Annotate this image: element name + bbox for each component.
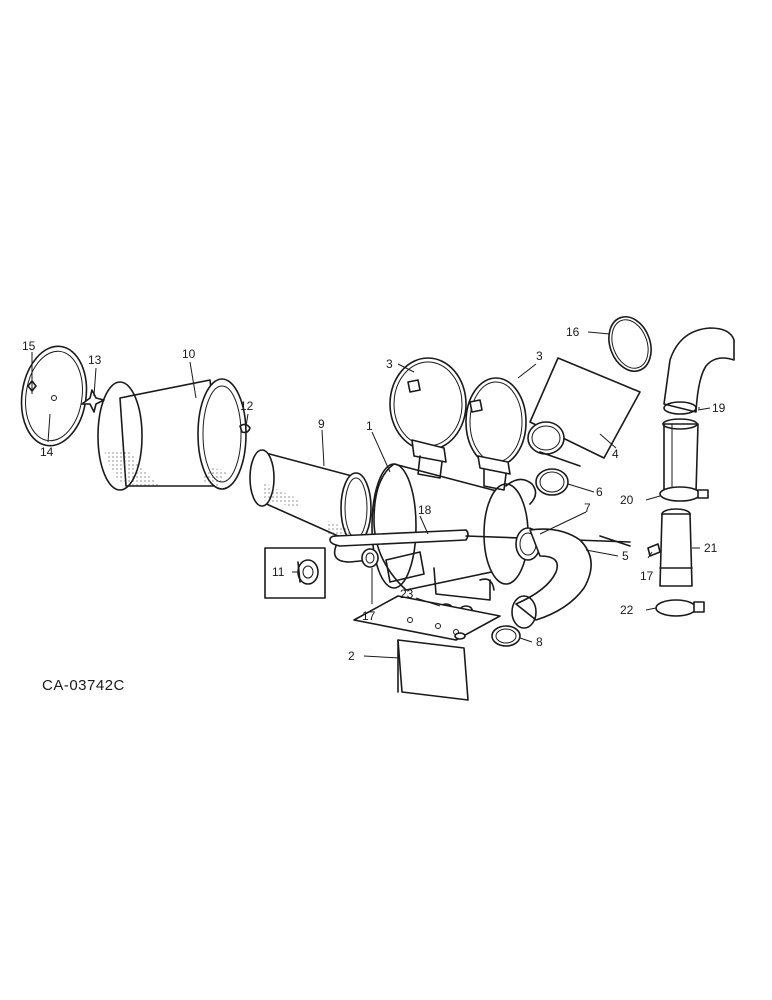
callout-7: 7 (584, 501, 591, 515)
callout-numbers: 15 13 14 10 12 9 1 3 3 16 4 6 7 5 8 18 1… (22, 325, 726, 663)
elbow-hose-5 (511, 528, 631, 629)
callout-14: 14 (40, 445, 54, 459)
clamp-ring-16 (608, 316, 652, 372)
fitting-17-left (361, 548, 379, 568)
callout-5: 5 (622, 549, 629, 563)
callout-15: 15 (22, 339, 36, 353)
hose-clamp-8 (491, 625, 521, 647)
callout-17-right: 17 (640, 569, 654, 583)
outer-housing-10 (97, 378, 247, 491)
hose-clamp-6 (535, 468, 569, 496)
leader-lines (31, 331, 711, 659)
callout-17-left: 17 (362, 609, 376, 623)
clamp-20 (659, 486, 709, 502)
callout-1: 1 (366, 419, 373, 433)
callout-20: 20 (620, 493, 634, 507)
callout-3-right: 3 (536, 349, 543, 363)
wing-nut-15 (27, 378, 37, 394)
callout-3-left: 3 (386, 357, 393, 371)
intake-elbow-19 (662, 327, 735, 493)
callout-21: 21 (704, 541, 718, 555)
mounting-bracket-2 (353, 595, 501, 701)
clip-12 (239, 423, 251, 434)
pipe-21 (659, 508, 693, 587)
fitting-17-right (647, 543, 661, 557)
air-cleaner-body-1 (371, 463, 537, 601)
callout-9: 9 (318, 417, 325, 431)
drawing-code: CA-03742C (42, 677, 125, 694)
callout-19: 19 (712, 401, 726, 415)
clamp-22 (655, 599, 705, 617)
callout-22: 22 (620, 603, 634, 617)
filter-element-9 (249, 449, 372, 545)
callout-23: 23 (400, 587, 414, 601)
callout-10: 10 (182, 347, 196, 361)
inset-11 (264, 547, 326, 599)
callout-12: 12 (240, 399, 254, 413)
callout-4: 4 (612, 447, 619, 461)
end-cover-14 (20, 345, 88, 447)
callout-11: 11 (272, 565, 285, 579)
callout-13: 13 (88, 353, 102, 367)
band-clamp-3-left (389, 357, 467, 479)
rain-shield-4 (527, 357, 641, 467)
callout-16: 16 (566, 325, 580, 339)
callout-8: 8 (536, 635, 543, 649)
callout-2: 2 (348, 649, 355, 663)
band-clamp-3-right (465, 377, 527, 491)
callout-18: 18 (418, 503, 432, 517)
callout-6: 6 (596, 485, 603, 499)
